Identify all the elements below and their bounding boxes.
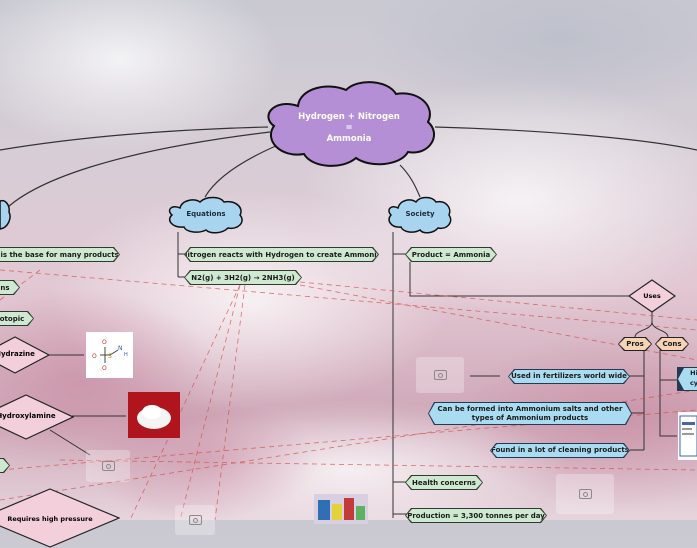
equation-item-reaction[interactable]: Nitrogen reacts with Hydrogen to create … (184, 247, 379, 262)
powder-icon (137, 405, 171, 429)
left-item-ns[interactable]: ns (0, 280, 20, 295)
molecule-icon: O O O S N H (92, 339, 128, 372)
requires-label: Requires high pressure (7, 515, 93, 523)
uses-label: Uses (643, 292, 661, 300)
pros-item-cleaning[interactable]: Found in a lot of cleaning products (490, 443, 630, 458)
root-title-line3: Ammonia (326, 134, 372, 144)
hydroxylamine-diamond (0, 394, 74, 440)
image-placeholder-2 (556, 474, 614, 514)
cons-node[interactable]: Cons (655, 337, 689, 351)
hydroxylamine-powder-image (128, 392, 180, 438)
svg-text:O: O (102, 339, 107, 346)
society-item-health[interactable]: Health concerns (405, 475, 483, 490)
society-topic[interactable]: Society (386, 196, 454, 234)
society-cloud-shape (388, 196, 452, 234)
equation-item-formula[interactable]: N2(g) + 3H2(g) → 2NH3(g) (184, 270, 302, 285)
uses-diamond (628, 279, 676, 313)
uses-node[interactable]: Uses (628, 279, 676, 313)
equation-item-formula-label: N2(g) + 3H2(g) → 2NH3(g) (185, 271, 301, 284)
root-topic[interactable]: Hydrogen + Nitrogen = Ammonia (258, 78, 440, 168)
society-item-production[interactable]: Production = 3,300 tonnes per day (405, 508, 547, 523)
hydroxylamine-label: Hydroxylamine (0, 412, 56, 420)
left-item-ns-label: ns (0, 281, 19, 294)
equations-topic[interactable]: Equations (166, 196, 246, 234)
svg-text:O: O (102, 365, 107, 372)
label-photo (679, 415, 697, 457)
left-item-base-products-label: a is the base for many products (0, 248, 119, 261)
root-title-line2: = (345, 123, 353, 133)
pros-item-salts[interactable]: Can be formed into Ammonium salts and ot… (428, 402, 632, 425)
equations-label: Equations (186, 210, 226, 218)
cons-partial-line1: Hi (690, 369, 697, 377)
left-branch-cloud-partial (0, 199, 11, 230)
pros-item-salts-label: Can be formed into Ammonium salts and ot… (429, 403, 631, 424)
left-item-base-products[interactable]: a is the base for many products (0, 247, 120, 262)
requires-node[interactable]: Requires high pressure (0, 488, 120, 548)
hydroxylamine-node[interactable]: Hydroxylamine (0, 394, 74, 440)
camera-icon (101, 461, 115, 471)
equation-item-reaction-label: Nitrogen reacts with Hydrogen to create … (185, 248, 378, 261)
products-photo (318, 498, 365, 520)
left-item-isotopic-label: otopic (0, 312, 33, 325)
pros-item-cleaning-label: Found in a lot of cleaning products (491, 444, 629, 457)
left-item-partial[interactable] (0, 458, 10, 473)
pros-node[interactable]: Pros (618, 337, 652, 351)
connector-lines (0, 126, 697, 520)
hydrazine-diamond (0, 336, 50, 374)
cons-image (678, 412, 697, 460)
hydrazine-label: Hydrazine (0, 350, 35, 358)
camera-icon (433, 370, 447, 380)
left-item-isotopic[interactable]: otopic (0, 311, 34, 326)
root-cloud-shape (267, 81, 435, 167)
root-title-line1: Hydrogen + Nitrogen (298, 112, 400, 122)
pros-item-fertilizers[interactable]: Used in fertilizers world wide (508, 369, 630, 384)
society-item-health-label: Health concerns (406, 476, 482, 489)
cons-partial-line2: cy (689, 379, 697, 387)
society-item-production-label: Production = 3,300 tonnes per day (406, 509, 546, 522)
hydrazine-node[interactable]: Hydrazine (0, 336, 50, 374)
product-image (314, 494, 368, 524)
equations-cloud-shape (168, 196, 243, 234)
camera-icon (188, 515, 202, 525)
svg-text:N: N (118, 345, 123, 352)
society-label: Society (405, 210, 435, 218)
cons-label: Cons (656, 338, 688, 350)
image-placeholder-1 (416, 357, 464, 393)
svg-text:H: H (124, 352, 128, 358)
image-placeholder-3 (86, 450, 130, 482)
image-placeholder-4 (175, 505, 215, 535)
pros-label: Pros (619, 338, 651, 350)
svg-text:S: S (108, 353, 112, 360)
society-item-product[interactable]: Product = Ammonia (405, 247, 497, 262)
hydrazine-structure-image: O O O S N H (86, 332, 133, 378)
society-item-product-label: Product = Ammonia (406, 248, 496, 261)
pros-item-fertilizers-label: Used in fertilizers world wide (509, 370, 629, 383)
camera-icon (578, 489, 592, 499)
cons-item-partial[interactable]: Hi cy (677, 367, 697, 391)
svg-text:O: O (92, 353, 97, 360)
